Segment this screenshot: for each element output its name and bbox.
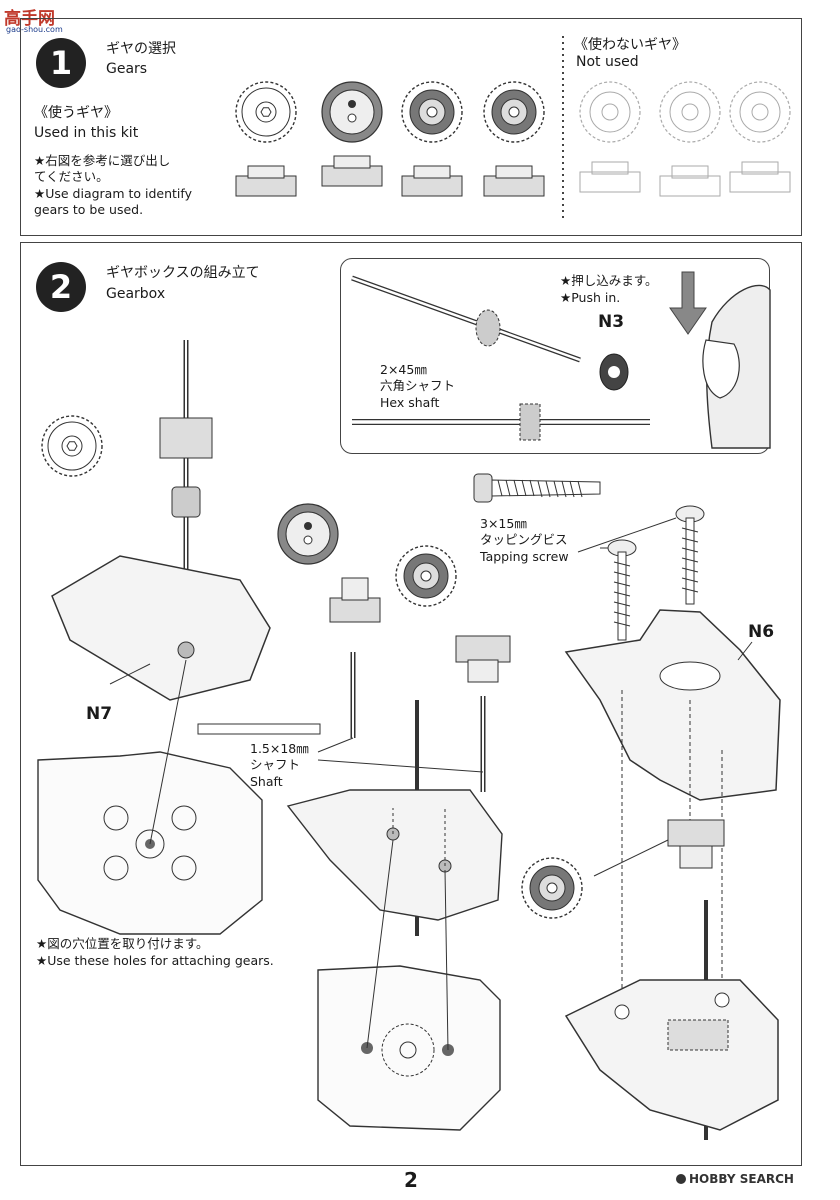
step1-note-en-2: gears to be used. (34, 202, 144, 217)
watermark-url: gao-shou.com (6, 25, 63, 34)
step1-panel (20, 18, 802, 236)
screw-icon-vertical-2 (675, 505, 705, 605)
pinion-gear-icon (329, 577, 511, 683)
n7-leader-line (109, 663, 151, 685)
step1-number-badge: 1 (36, 38, 86, 88)
hobby-search-logo: HOBBY SEARCH (676, 1172, 794, 1186)
part-label-n7: N7 (86, 704, 113, 724)
step1-note-jp-1: ★右図を参考に選び出し (34, 153, 171, 168)
used-gears-heading-en: Used in this kit (34, 125, 139, 141)
used-gears-heading-jp: 《使うギヤ》 (34, 105, 118, 121)
tapping-screw-size: 3×15㎜ (480, 516, 527, 531)
shaft-label-en: Shaft (250, 774, 283, 789)
tapping-screw-label-en: Tapping screw (480, 549, 569, 564)
gear-side-icon-not-used-3 (729, 161, 791, 193)
step1-title-en: Gears (106, 61, 148, 77)
page-number: 2 (404, 1168, 418, 1192)
gear-side-icon-used-3 (401, 165, 463, 197)
gear-icon-used-3 (401, 81, 463, 143)
hobby-search-text: HOBBY SEARCH (689, 1172, 794, 1186)
watermark-logo: 高手网 (4, 4, 55, 29)
arrow-down-icon (669, 271, 707, 335)
screw-icon (473, 473, 601, 503)
push-in-note-jp: ★押し込みます。 (560, 273, 658, 288)
step2-title-en: Gearbox (106, 286, 166, 302)
gearbox-icon-middle (286, 700, 503, 936)
not-used-gears-heading-en: Not used (576, 54, 639, 70)
scale-shaft-bar (197, 723, 321, 735)
watermark-site: 高手网 (4, 9, 55, 29)
gear-icon-step2-b (277, 503, 339, 565)
step2-panel (20, 242, 802, 1166)
gear-icon-used-4 (483, 81, 545, 143)
hex-shaft-size: 2×45㎜ (380, 362, 427, 377)
hex-shaft-icon (351, 275, 650, 441)
gearbox-holes-detail (37, 659, 263, 935)
hex-shaft-label-jp: 六角シャフト (380, 378, 456, 393)
gear-icon-step2-d (521, 857, 583, 919)
not-used-gears-heading-jp: 《使わないギヤ》 (574, 37, 686, 53)
gear-icon-not-used-3 (729, 81, 791, 143)
hobby-search-icon (676, 1174, 686, 1184)
gearbox-icon-n7 (51, 340, 271, 701)
step2-title-jp: ギヤボックスの組み立て (106, 265, 260, 281)
step1-note-en-1: ★Use diagram to identify (34, 186, 192, 201)
holes-note-jp: ★図の穴位置を取り付けます。 (36, 936, 209, 951)
tapping-screw-label-jp: タッピングビス (480, 532, 568, 547)
gear-icon-not-used-2 (659, 81, 721, 143)
gear-icon-used-2 (321, 81, 383, 143)
push-in-note-en: ★Push in. (560, 290, 621, 305)
part-label-n6: N6 (748, 622, 775, 642)
gear-icon-right-side (667, 819, 725, 869)
gear-side-icon-used-2 (321, 155, 383, 187)
step1-note-jp-2: てください。 (34, 169, 109, 184)
gear-side-icon-used-4 (483, 165, 545, 197)
gearbox-icon-right-assembly (564, 900, 779, 1140)
gear-side-icon-used-1 (235, 165, 297, 197)
gearbox-icon-n6 (564, 609, 781, 1010)
part-label-n3: N3 (598, 312, 625, 332)
step1-title-jp: ギヤの選択 (106, 41, 176, 57)
gear-icon-not-used-1 (579, 81, 641, 143)
gear-icon-step2-c (395, 545, 457, 607)
gear-icon-used-1 (235, 81, 297, 143)
shaft-size: 1.5×18㎜ (250, 741, 309, 756)
gear-side-icon-not-used-1 (579, 161, 641, 193)
screw-icon-vertical-1 (607, 539, 637, 641)
gear-icon-step2-a (41, 415, 103, 477)
hex-shaft-label-en: Hex shaft (380, 395, 440, 410)
gear-side-icon-not-used-2 (659, 165, 721, 197)
shaft-label-jp: シャフト (250, 757, 301, 772)
step2-number-badge: 2 (36, 262, 86, 312)
gearbox-bottom-detail (317, 839, 501, 1131)
holes-note-en: ★Use these holes for attaching gears. (36, 953, 274, 968)
hand-icon (702, 284, 771, 449)
